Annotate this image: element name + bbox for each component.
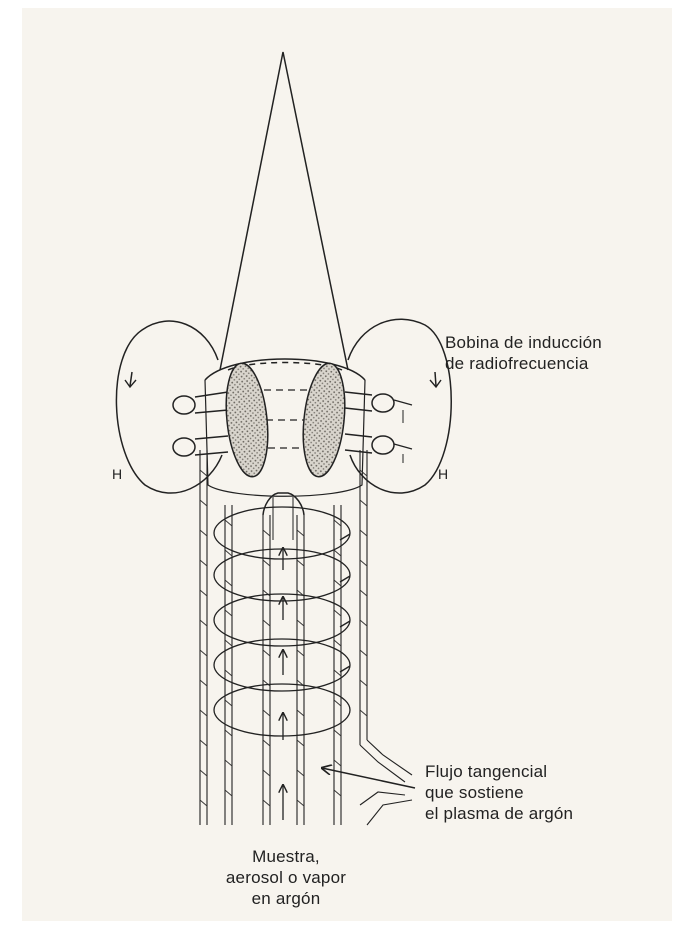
- flame-cone: [220, 52, 348, 370]
- coil-label-line-1: Bobina de inducción: [445, 332, 602, 353]
- inner-tube-left: [263, 515, 270, 825]
- coil-label-line-2: de radiofrecuencia: [445, 353, 602, 374]
- field-label-right: H: [438, 466, 448, 482]
- sample-label: Muestra, aerosol o vapor en argón: [206, 846, 366, 909]
- swirl-flow: [214, 507, 350, 736]
- coil-turn-left-2: [173, 438, 195, 456]
- flow-label: Flujo tangencial que sostiene el plasma …: [425, 761, 573, 824]
- field-arrow-right: [435, 372, 436, 386]
- flow-label-line-2: que sostiene: [425, 782, 573, 803]
- outer-tube-left: [200, 450, 207, 825]
- field-loop-right: [348, 319, 451, 493]
- coil-turn-right-1: [372, 394, 394, 412]
- outer-tube-right: [360, 450, 367, 745]
- flow-label-line-1: Flujo tangencial: [425, 761, 573, 782]
- field-arrow-left: [130, 372, 132, 386]
- plasma-lobe-right: [298, 361, 350, 479]
- coil-label: Bobina de inducción de radiofrecuencia: [445, 332, 602, 374]
- plasma-lobe-left: [221, 361, 273, 479]
- field-label-left: H: [112, 466, 122, 482]
- sample-label-line-2: aerosol o vapor: [206, 867, 366, 888]
- sample-label-line-3: en argón: [206, 888, 366, 909]
- sample-label-line-1: Muestra,: [206, 846, 366, 867]
- coil-turn-right-2: [372, 436, 394, 454]
- flow-pointer-arrow: [322, 768, 415, 788]
- inner-tube-right: [297, 515, 304, 825]
- coil-turn-left-1: [173, 396, 195, 414]
- flow-label-line-3: el plasma de argón: [425, 803, 573, 824]
